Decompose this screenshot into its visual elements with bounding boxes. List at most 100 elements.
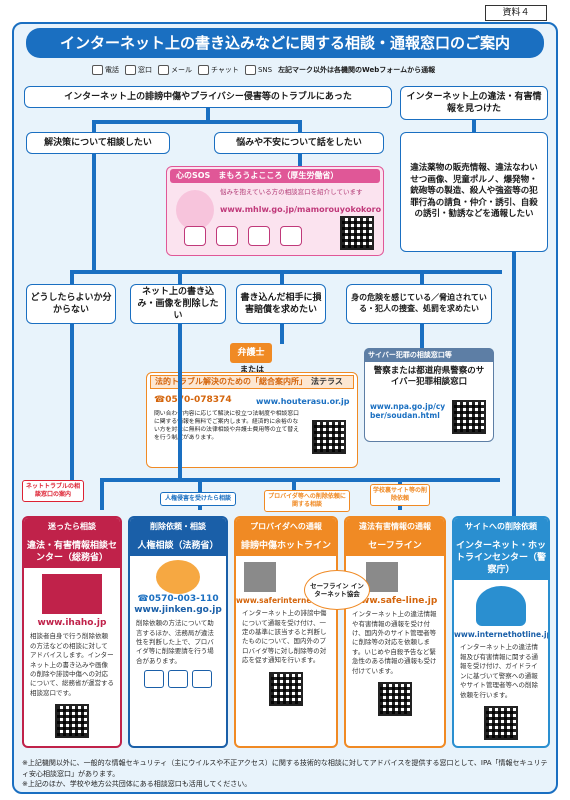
connector [92,154,96,274]
card-bullying-head: プロバイダへの通報 [236,518,336,536]
card-ihc-title: インターネット・ホットラインセンター（警察庁） [454,536,548,581]
connector [298,120,302,132]
lawyer-label: 弁護士 [230,343,272,363]
or-label: または [240,365,264,374]
sia-logo [366,562,398,593]
kokoro-url[interactable]: www.mhlw.go.jp/mamorouyokokoro [220,205,382,214]
legend-sns: SNS [244,65,272,75]
card-jinken-tel[interactable]: ☎0570-003-110 [130,594,226,604]
connector [280,324,284,344]
connector [420,270,424,284]
resolve-box: 解決策について相談したい [26,132,170,154]
houterasu-url[interactable]: www.houterasu.or.jp [256,397,350,406]
phone-icon [168,670,188,689]
card-jinken-head: 削除依頼・相談 [130,518,226,536]
hotline-mascot-icon [476,586,526,627]
card-safeline: 違法有害情報の通報 セーフライン www.safe-line.jp インターネッ… [344,516,446,748]
card-bullying-url[interactable]: www.saferinternet.or.jp/bullying/ [236,596,336,606]
card-ihaho: 迷ったら相談 違法・有害情報相談センター（総務省） www.ihaho.jp 相… [22,516,122,748]
heart-hands-icon [176,190,214,230]
connector [70,270,74,284]
connector [472,120,476,132]
safe-tag: 学校裏サイト等の削除依頼 [370,484,430,506]
sia-logo [244,562,276,593]
phone-icon: ☎ [137,594,149,605]
card-internet-hotline: サイトへの削除依頼 インターネット・ホットラインセンター（警察庁） www.in… [452,516,550,748]
connector [100,478,104,510]
houterasu-tel[interactable]: ☎0570-078374 [154,395,232,405]
houterasu-text: 問い合わせ内容に応じて解決に役立つ法制度や相談窓口に関する情報を無料でご案内しま… [154,411,299,442]
kokoro-title: まもろうよこころ（厚生労働省） [218,171,339,180]
jinken-tag: 人権侵害を受けたら相談 [160,492,236,506]
legend-mail: メール [158,65,192,75]
card-jinken-title: 人権相談（法務省） [130,536,226,557]
document-number: 資料４ [485,5,547,21]
ihaho-qr-code[interactable] [55,704,89,739]
card-jinken-url[interactable]: www.jinken.go.jp [134,605,222,616]
card-ihc-text: インターネット上の違法情報及び有害情報に関する通報を受け付け、ガイドラインに基づ… [460,643,538,699]
connector [298,154,302,166]
footnotes: ※上記機関以外に、一般的な情報セキュリティ（主にウイルスや不正アクセス）に関する… [22,758,552,790]
safety-center-badge: セーフライン インターネット協会 [304,570,370,610]
question-danger: 身の危険を感じている／脅迫されている・犯人の捜査、処罰を求めたい [346,284,492,324]
footnote-2: ※上記のほか、学校や地方公共団体にある相談窓口も活用してください。 [22,780,252,788]
card-ihaho-url[interactable]: www.ihaho.jp [37,618,107,629]
card-ihc-url[interactable]: www.internethotline.jp [454,630,550,640]
legend-counter: 窓口 [125,65,152,75]
card-ihaho-text: 相談者自身で行う削除依頼の方法などの相談に対してアドバイスします。インターネット… [30,632,114,697]
connector [70,270,502,274]
card-ihc-head: サイトへの削除依頼 [454,518,548,536]
connector [100,478,500,482]
connector [178,324,182,482]
cyber-qr-code[interactable] [452,400,486,434]
mail-icon [192,670,212,689]
card-bullying-text: インターネット上の誹謗中傷について通報を受け付け、一定の基準に該当すると判断した… [242,609,327,665]
legend-chat: チャット [198,65,239,75]
kokoro-qr-code[interactable] [340,216,374,250]
card-jinken: 削除依頼・相談 人権相談（法務省） ☎0570-003-110 www.jink… [128,516,228,748]
ihc-qr-code[interactable] [484,705,518,740]
counter-icon [125,65,136,75]
ihaho-logo [42,574,102,615]
card-safeline-url[interactable]: www.safe-line.jp [352,596,438,607]
houterasu-qr-code[interactable] [312,420,346,454]
kokoro-tag: 心のSOS [176,171,211,180]
provider-tag: プロバイダ等への削除依頼に関する相談 [264,490,350,512]
phone-icon [92,65,103,75]
cyber-title: 警察または都道府県警察のサイバー犯罪相談窓口 [373,366,485,388]
cyber-header: サイバー犯罪の相談窓口等 [364,348,494,362]
legend-phone: 電話 [92,65,119,75]
talk-box: 悩みや不安について話をしたい [214,132,384,154]
sns-icon [244,65,256,75]
card-bullying-hotline: プロバイダへの通報 誹謗中傷ホットライン www.saferinternet.o… [234,516,338,748]
houterasu-head-text: 法的トラブル解決のための「総合案内所」 [155,377,303,386]
phone-icon: ☎ [154,395,166,405]
question-unsure: どうしたらよいか分からない [26,284,116,324]
connector [280,270,284,284]
page-title: インターネット上の書き込みなどに関する相談・通報窓口のご案内 [26,28,544,58]
connector [92,120,302,124]
mail-icon [216,226,238,246]
card-jinken-tel-number: 0570-003-110 [148,594,219,605]
legend-note: 左記マーク以外は各機関のWebフォームから通報 [278,66,436,74]
card-safeline-title: セーフライン [346,536,444,557]
card-ihaho-title: 違法・有害情報相談センター（総務省） [24,536,120,569]
kokoro-header: 心のSOS まもろうよこころ（厚生労働省） [170,169,380,183]
legend: 電話 窓口 メール チャット SNS 左記マーク以外は各機関のWebフォームから… [92,62,472,78]
kokoro-text: 悩みを抱えている方の相談窓口を紹介しています [220,188,363,196]
card-safeline-text: インターネット上の違法情報や有害情報の通報を受け付け、国内外のサイト管理者等に削… [352,610,437,675]
safeline-qr-code[interactable] [378,682,412,717]
card-jinken-text: 削除依頼の方法について助言するほか、法務局が違法性を判断した上で、プロバイダ等に… [136,619,214,665]
mascot-icon [156,560,200,595]
trouble-tag: ネットトラブルの相談窓口の案内 [22,480,84,502]
card-safeline-head: 違法有害情報の通報 [346,518,444,536]
mail-icon [158,65,169,75]
bullying-qr-code[interactable] [269,671,303,706]
card-ihaho-head: 迷ったら相談 [24,518,120,536]
sns-icon [280,226,302,246]
trouble-box: インターネット上の誹謗中傷やプライバシー侵害等のトラブルにあった [24,86,392,108]
connector [70,324,74,482]
houterasu-tel-number: 0570-078374 [165,395,232,405]
cyber-url[interactable]: www.npa.go.jp/cyber/soudan.html [370,402,446,420]
phone-icon [184,226,206,246]
